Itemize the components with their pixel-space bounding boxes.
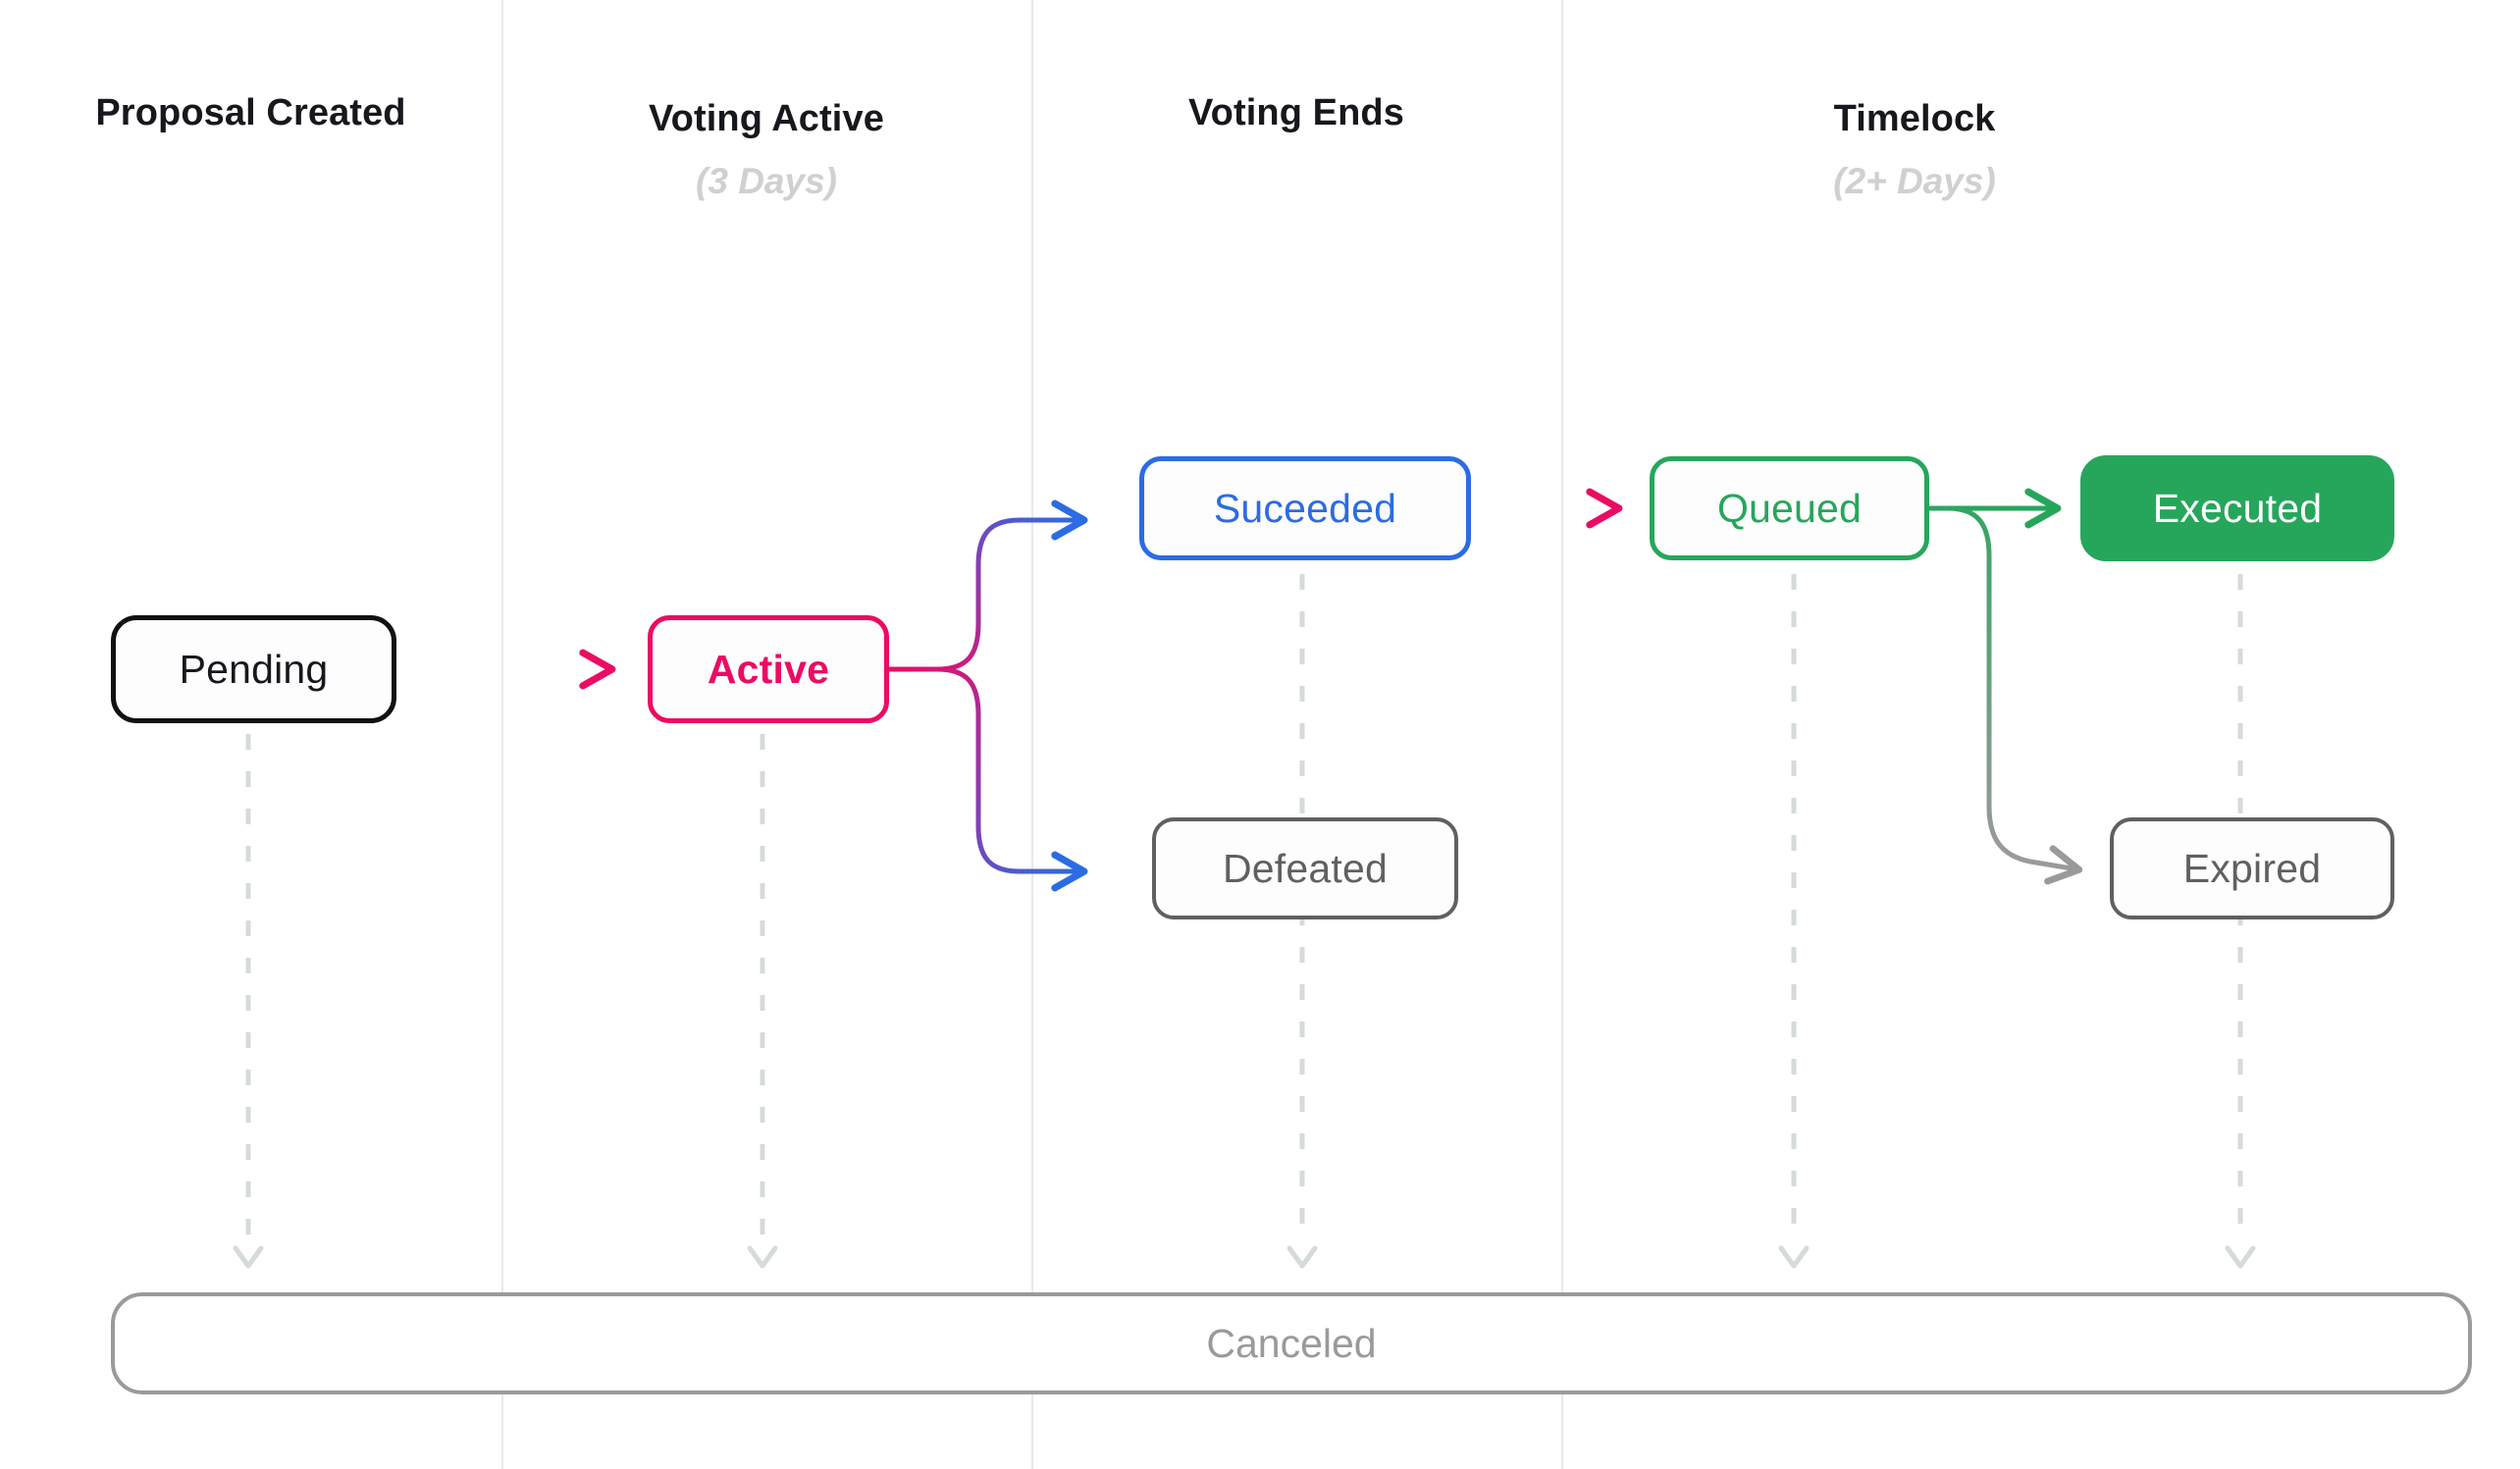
node-executed[interactable]: Executed xyxy=(2080,455,2394,561)
node-label: Executed xyxy=(2152,485,2323,531)
phase-header-timelock: Timelock (2+ Days) xyxy=(1561,96,2268,204)
arrowhead-canceled-3 xyxy=(1286,1245,1318,1269)
column-divider-3 xyxy=(1561,0,1563,1469)
phase-header-voting-active: Voting Active (3 Days) xyxy=(501,96,1031,204)
node-pending[interactable]: Pending xyxy=(111,615,396,723)
phase-header-proposal-created: Proposal Created xyxy=(0,90,501,137)
phase-title: Voting Active xyxy=(649,98,884,139)
node-label: Suceeded xyxy=(1213,485,1397,531)
phase-title: Voting Ends xyxy=(1188,92,1404,133)
arrowhead-canceled-5 xyxy=(2225,1245,2256,1269)
phase-header-voting-ends: Voting Ends xyxy=(1031,90,1561,137)
phase-title: Timelock xyxy=(1833,98,1996,139)
arrowhead-canceled-1 xyxy=(233,1245,264,1269)
edge-active-to-succeeded xyxy=(889,499,1088,672)
node-succeeded[interactable]: Suceeded xyxy=(1139,456,1471,560)
column-divider-1 xyxy=(501,0,503,1469)
canceled-label: Canceled xyxy=(1206,1320,1377,1366)
phase-subtitle: (2+ Days) xyxy=(1833,160,1996,201)
node-label: Queued xyxy=(1716,485,1863,531)
node-label: Expired xyxy=(2182,845,2322,891)
phase-title: Proposal Created xyxy=(95,92,406,133)
node-defeated[interactable]: Defeated xyxy=(1152,817,1458,919)
arrowhead-canceled-2 xyxy=(747,1245,778,1269)
node-expired[interactable]: Expired xyxy=(2110,817,2394,919)
edge-queued-to-expired xyxy=(1909,505,2083,885)
node-label: Pending xyxy=(179,646,329,692)
node-active[interactable]: Active xyxy=(648,615,889,723)
node-label: Active xyxy=(707,646,830,692)
phase-subtitle: (3 Days) xyxy=(696,160,837,201)
node-queued[interactable]: Queued xyxy=(1650,456,1929,560)
column-divider-2 xyxy=(1031,0,1033,1469)
arrowhead-canceled-4 xyxy=(1778,1245,1810,1269)
node-label: Defeated xyxy=(1222,845,1388,891)
edge-active-to-defeated xyxy=(889,666,1088,892)
node-canceled[interactable]: Canceled xyxy=(111,1292,2472,1394)
